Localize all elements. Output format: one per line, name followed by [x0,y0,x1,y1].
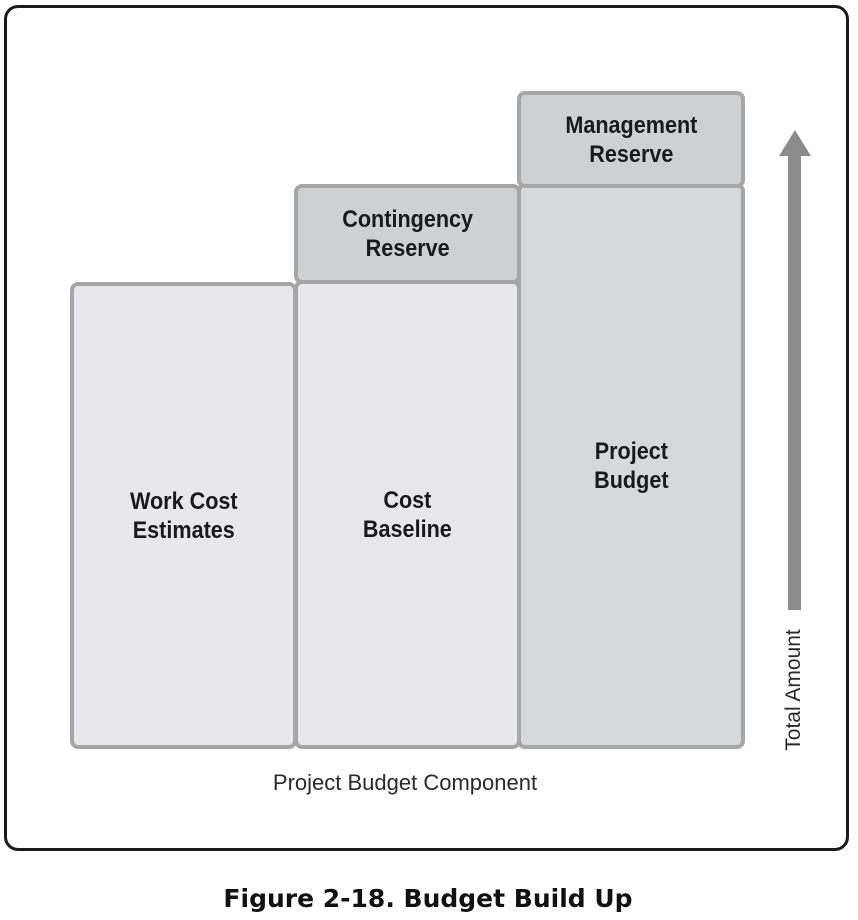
work-cost-estimates-block: Work Cost Estimates [70,282,297,749]
cost-baseline-label: Cost Baseline [363,486,452,543]
management-reserve-block: Management Reserve [517,91,745,188]
arrow-up-icon [779,130,811,156]
project-budget-label: Project Budget [593,438,669,494]
x-axis-label: Project Budget Component [272,770,538,795]
contingency-reserve-block: Contingency Reserve [294,184,521,284]
management-reserve-label: Management Reserve [564,111,698,168]
project-budget-block: Project Budget [517,183,745,749]
cost-baseline-block: Cost Baseline [294,280,521,749]
contingency-reserve-label: Contingency Reserve [342,206,473,262]
work-cost-estimates-label: Work Cost Estimates [129,487,238,544]
arrow-shaft [788,152,801,610]
figure-caption: Figure 2-18. Budget Build Up [223,884,633,913]
y-axis-label: Total Amount [782,629,805,751]
